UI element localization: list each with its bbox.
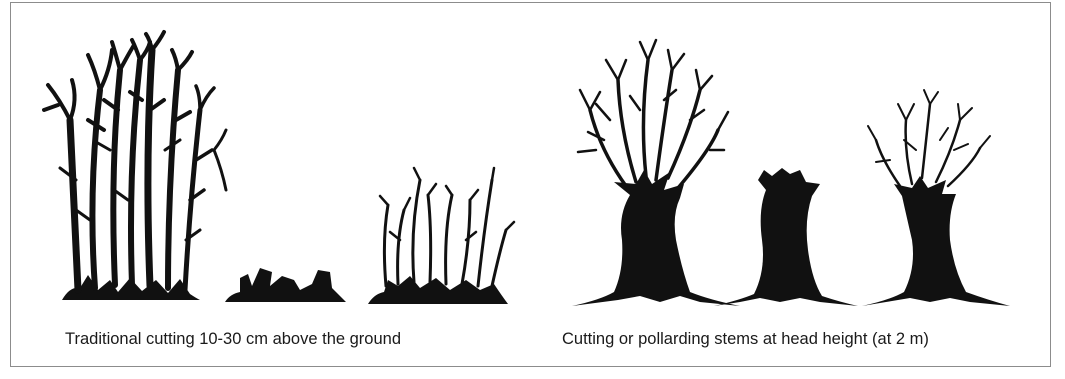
coppice-regrowth <box>368 168 514 304</box>
pollard-regrowth-crown <box>862 90 1010 306</box>
caption-coppicing: Traditional cutting 10-30 cm above the g… <box>65 330 401 349</box>
coppice-tall-bush <box>44 32 226 300</box>
pollard-cut-trunk <box>714 168 858 306</box>
coppice-cut-stumps <box>225 268 346 302</box>
caption-pollarding: Cutting or pollarding stems at head heig… <box>562 330 929 349</box>
pollard-full-crown <box>572 40 740 306</box>
